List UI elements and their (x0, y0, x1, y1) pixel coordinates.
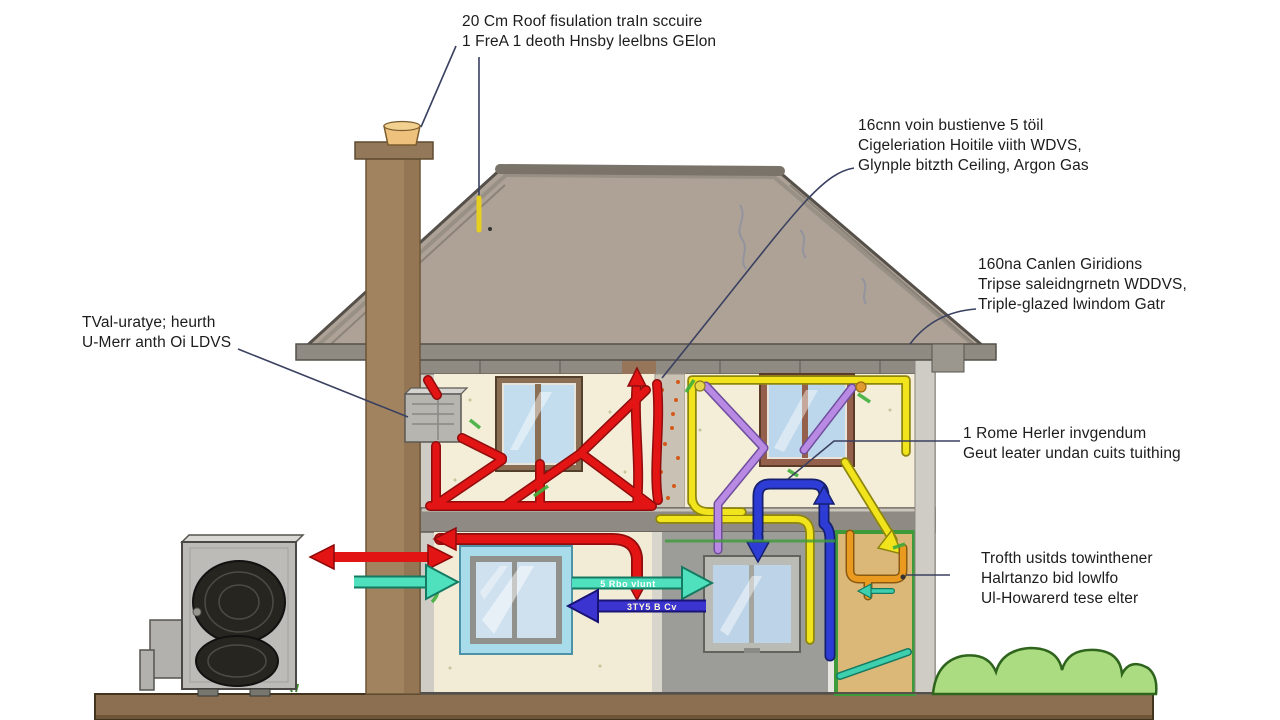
roof-insulation-label: 20 Cm Roof fisulation traIn sccuire 1 Fr… (462, 12, 716, 52)
wall-insulation-label: TVal-uratye; heurth U-Merr anth Oi LDVS (82, 313, 231, 353)
triple-glazed-window-label-line2: Tripse saleidngrnetn WDDVS, (978, 276, 1187, 293)
bushes (931, 646, 1158, 696)
valve-yellow (694, 380, 706, 392)
supply-arrow-text: 5 Rbo vlunt (600, 579, 656, 589)
utility-system-label-line2: Halrtanzo bid lowlfo (981, 570, 1119, 587)
yellow-pipes (655, 375, 911, 645)
ceiling-insulation-label: 16cnn voin bustienve 5 töil Cigeleriatio… (858, 116, 1089, 176)
wall-insulation-label-line2: U-Merr anth Oi LDVS (82, 334, 232, 351)
outside-teal-arrow (354, 563, 461, 601)
purple-pipes (701, 381, 857, 555)
eave-fascia (295, 343, 997, 361)
outside-red-arrow (308, 543, 454, 571)
valve-orange (855, 381, 867, 393)
roof-scribbles (738, 204, 867, 305)
ceiling-insulation-label-line1: 16cnn voin bustienve 5 töil (858, 117, 1044, 134)
upper-right-window (759, 373, 855, 467)
triple-glazed-window-label-line3: Triple-glazed lwindom Gatr (978, 296, 1166, 313)
triple-glazed-window-label: 160na Canlen Giridions Tripse saleidngrn… (978, 255, 1187, 315)
room-heater-label: 1 Rome Herler invgendum Geut leater unda… (963, 424, 1181, 464)
red-heating-pipes (423, 366, 664, 511)
utility-system-label: Trofth usitds towinthener Halrtanzo bid … (981, 549, 1153, 609)
roof (295, 164, 997, 373)
room-heater-label-line1: 1 Rome Herler invgendum (963, 425, 1147, 442)
triple-glazed-window-label-line1: 160na Canlen Giridions (978, 256, 1143, 273)
roof-insulation-label-line1: 20 Cm Roof fisulation traIn sccuire (462, 13, 703, 30)
utility-system-label-line3: Ul-Howarerd tese elter (981, 590, 1139, 607)
ceiling-insulation-label-line3: Glynple bitzth Ceiling, Argon Gas (858, 157, 1089, 174)
fan-grille-bottom (195, 635, 279, 687)
supply-teal-arrow: 5 Rbo vlunt (572, 565, 715, 601)
return-arrow-text: 3TY5 B Cv (627, 602, 677, 612)
leader-lines (237, 45, 977, 580)
wall-insulation-label-line1: TVal-uratye; heurth (82, 314, 216, 331)
lower-right-window (703, 555, 801, 653)
room-heater-label-line2: Geut leater undan cuits tuithing (963, 445, 1181, 462)
roof-insulation-label-line2: 1 FreA 1 deoth Hnsby leelbns GElon (462, 33, 717, 50)
lower-left-window (459, 545, 573, 655)
upper-left-window (495, 376, 583, 472)
return-blue-arrow: 3TY5 B Cv (565, 588, 706, 624)
fan-grille-top (192, 560, 286, 644)
heat-pump-unit (139, 534, 305, 697)
teal-pipes (665, 539, 912, 680)
ceiling-insulation-label-line2: Cigeleriation Hoitile viith WDVS, (858, 137, 1082, 154)
utility-system-label-line1: Trofth usitds towinthener (981, 550, 1153, 567)
wall-speckles (448, 398, 892, 670)
